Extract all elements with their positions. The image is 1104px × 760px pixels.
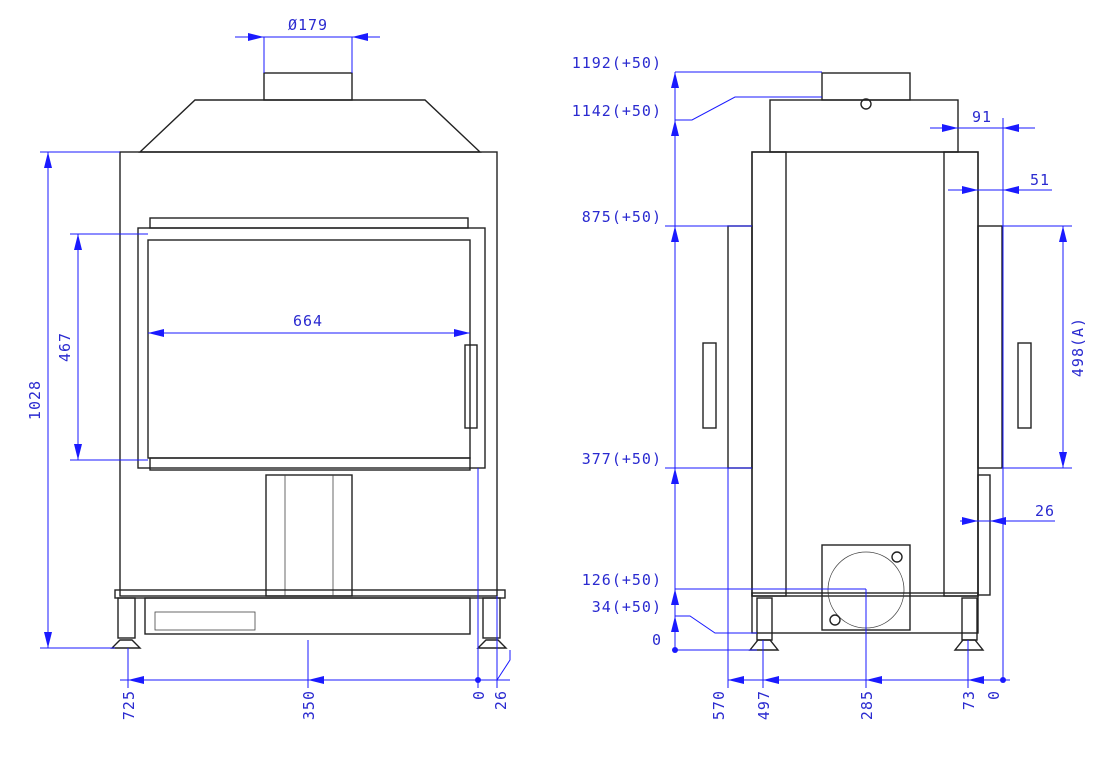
height-0: 0 <box>652 631 662 649</box>
offset-top-label: 91 <box>972 108 992 126</box>
bottom-dim-0: 0 <box>470 690 488 700</box>
side-bottom-285: 285 <box>858 690 876 720</box>
height-1192: 1192(+50) <box>572 54 662 72</box>
height-377: 377(+50) <box>582 450 662 468</box>
flue-diameter-label: Ø179 <box>288 16 328 34</box>
front-view <box>110 72 508 649</box>
side-bottom-73: 73 <box>960 690 978 710</box>
height-total-label: 1028 <box>26 380 44 420</box>
bottom-dim-350: 350 <box>300 690 318 720</box>
height-1142: 1142(+50) <box>572 102 662 120</box>
side-bottom-0: 0 <box>985 690 1003 700</box>
bottom-dim-725: 725 <box>120 690 138 720</box>
glass-width-label: 664 <box>293 312 323 330</box>
side-bottom-497: 497 <box>755 690 773 720</box>
glass-height-label: 467 <box>56 332 74 362</box>
height-875: 875(+50) <box>582 208 662 226</box>
offset-lower-label: 26 <box>1035 502 1055 520</box>
side-dimensions: 1192(+50) 1142(+50) 875(+50) 377(+50) 12… <box>572 54 1087 720</box>
door-height-label: 498(A) <box>1069 317 1087 377</box>
bottom-dim-26: 26 <box>492 690 510 710</box>
front-dimensions: Ø179 1028 467 664 725 350 0 26 <box>26 16 511 720</box>
offset-side-label: 51 <box>1030 171 1050 189</box>
height-34: 34(+50) <box>592 598 662 616</box>
height-126: 126(+50) <box>582 571 662 589</box>
side-view <box>702 72 1032 651</box>
side-bottom-570: 570 <box>710 690 728 720</box>
